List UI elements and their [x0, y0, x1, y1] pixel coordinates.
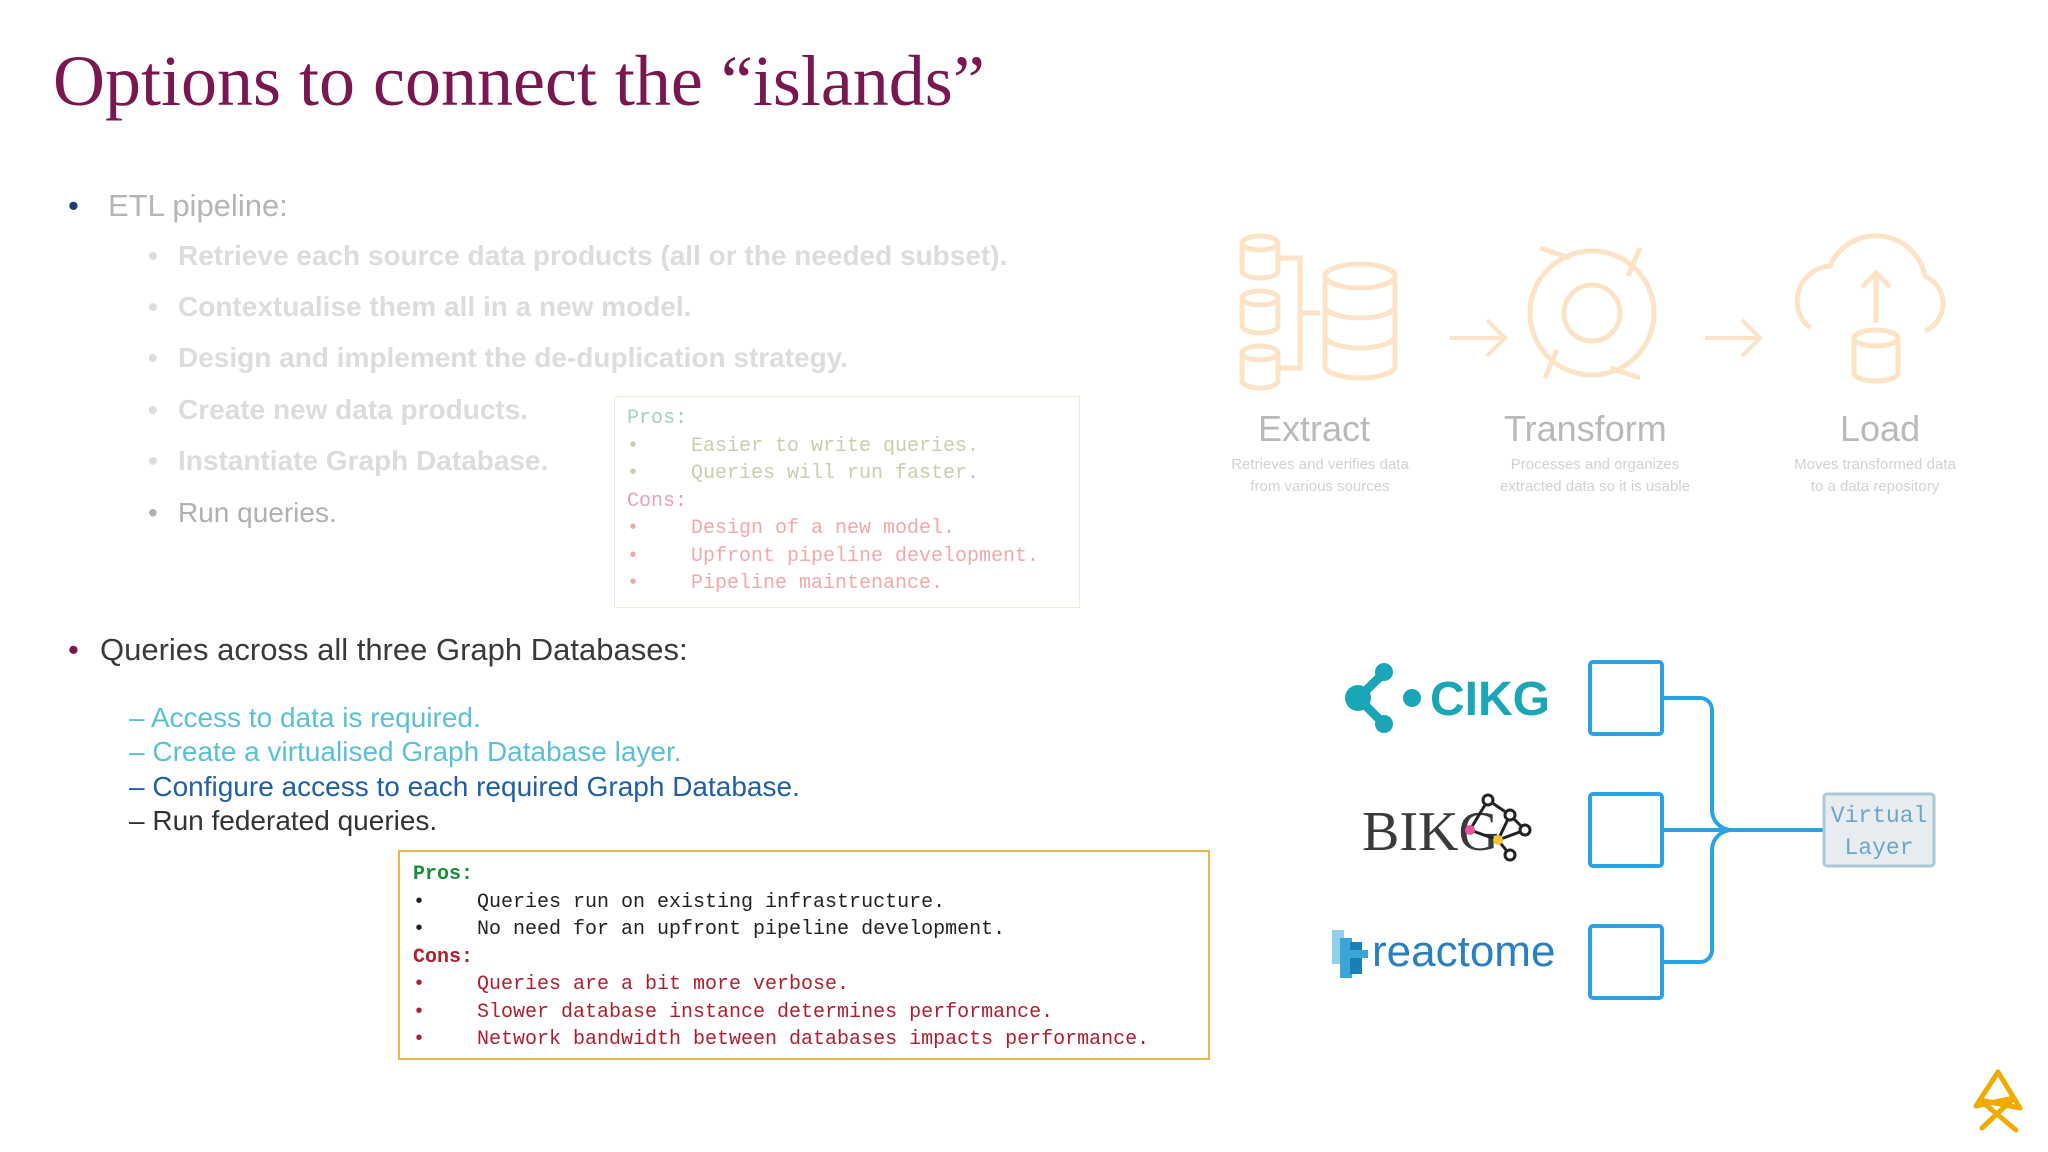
connector-line	[1662, 696, 1733, 832]
load-label: Load	[1840, 408, 1921, 449]
etl-step: •Design and implement the de-duplication…	[148, 342, 849, 373]
source-box-cikg	[1588, 660, 1664, 736]
federation-diagram: CIKG BIKG reactome	[1332, 660, 1936, 1000]
connector-line	[1662, 828, 1733, 964]
cloud-upload-icon	[1794, 233, 1946, 384]
etl-heading: •ETL pipeline:	[68, 188, 288, 223]
etl-icons	[1239, 233, 1946, 391]
page-title: Options to connect the “islands”	[53, 41, 985, 121]
bikg-graph-icon	[1465, 793, 1532, 862]
pros-item: •Queries run on existing infrastructure.	[413, 890, 946, 914]
federated-item: – Create a virtualised Graph Database la…	[129, 736, 682, 767]
etl-step: •Contextualise them all in a new model.	[148, 291, 692, 322]
federated-item: – Run federated queries.	[129, 805, 438, 836]
cons-label: Cons:	[627, 489, 688, 513]
brand-logo-icon	[1973, 1069, 2023, 1133]
bullet: •	[68, 632, 79, 667]
source-box-bikg	[1588, 792, 1664, 868]
extract-label: Extract	[1258, 408, 1371, 449]
pros-item: •Easier to write queries.	[627, 434, 980, 458]
cons-item: •Network bandwidth between databases imp…	[413, 1028, 1150, 1051]
cons-label: Cons:	[413, 945, 474, 969]
arrow-right-icon	[1450, 318, 1508, 358]
virtual-layer-box	[1822, 792, 1936, 868]
database-stack-icon	[1239, 233, 1398, 391]
source-box-reactome	[1588, 924, 1664, 1000]
process-gear-icon	[1527, 245, 1657, 381]
cons-item: •Upfront pipeline development.	[627, 544, 1040, 568]
federated-item: – Access to data is required.	[129, 702, 481, 733]
etl-step: •Run queries.	[148, 497, 337, 528]
cons-item: •Slower database instance determines per…	[413, 1000, 1054, 1024]
arrow-right-icon	[1705, 318, 1763, 358]
etl-step: •Create new data products.	[148, 394, 529, 425]
federated-heading: •Queries across all three Graph Database…	[68, 632, 688, 667]
etl-pros-cons-box: Pros: •Easier to write queries. •Queries…	[614, 396, 1080, 608]
cikg-label: CIKG	[1430, 673, 1550, 726]
pros-item: •No need for an upfront pipeline develop…	[413, 918, 1006, 941]
virtual-layer-label: Virtual Layer	[1830, 803, 1928, 861]
cons-item: •Design of a new model.	[627, 517, 956, 540]
cons-item: •Pipeline maintenance.	[627, 572, 944, 595]
transform-label: Transform	[1504, 408, 1667, 449]
reactome-logo-icon	[1332, 930, 1368, 978]
bullet: •	[68, 188, 79, 223]
cons-item: •Queries are a bit more verbose.	[413, 973, 850, 996]
etl-step: •Instantiate Graph Database.	[148, 445, 549, 476]
federated-pros-cons-box: Pros: •Queries run on existing infrastru…	[398, 850, 1210, 1060]
reactome-label: reactome	[1372, 927, 1555, 976]
cikg-logo-icon	[1345, 663, 1421, 733]
federated-item: – Configure access to each required Grap…	[129, 771, 800, 802]
etl-step: •Retrieve each source data products (all…	[148, 240, 1008, 271]
pros-label: Pros:	[627, 407, 688, 430]
pros-item: •Queries will run faster.	[627, 462, 980, 485]
pros-label: Pros:	[413, 863, 474, 886]
